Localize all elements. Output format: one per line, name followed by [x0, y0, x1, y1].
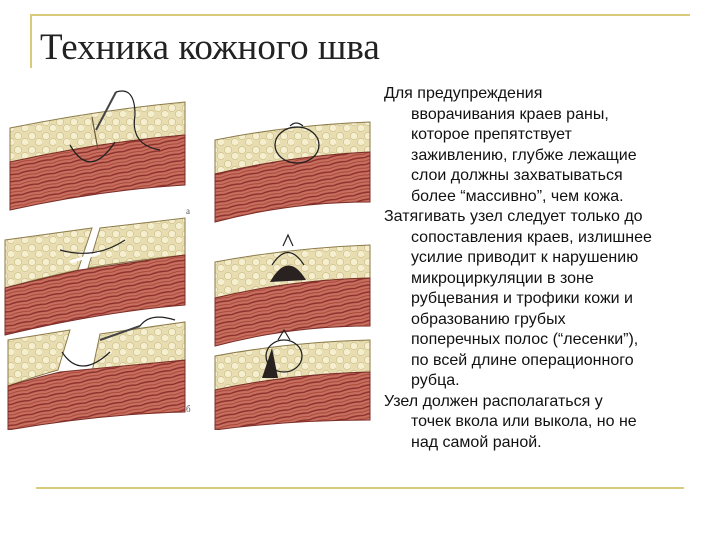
paragraph-first-line: Затягивать узел следует только до [384, 208, 643, 225]
paragraph-inversion: Для предупреждения вворачивания краев ра… [384, 84, 718, 207]
paragraph-knot-position: Узел должен располагаться у точек вкола … [384, 392, 718, 454]
paragraph-first-line: Узел должен располагаться у [384, 392, 603, 410]
panel-final-suture [214, 328, 371, 430]
paragraph-line: образованию грубых [411, 310, 566, 328]
title-accent-vertical [30, 14, 32, 68]
figure-mark-a: а [186, 206, 190, 216]
panel-b-needle-through [7, 316, 186, 430]
paragraph-line: заживлению, глубже лежащие [411, 146, 637, 164]
panel-knot-tied [214, 233, 371, 347]
needle-icon [95, 91, 117, 131]
paragraph-line: микроциркуляции в зоне [411, 269, 594, 287]
bottom-accent-line [36, 487, 684, 489]
paragraph-line: слои должны захватываться [411, 167, 623, 184]
paragraph-line: более “массивно”, чем кожа. [411, 187, 624, 205]
paragraph-line: рубца. [411, 372, 460, 389]
paragraph-line: над самой раной. [411, 433, 542, 451]
explanation-text: Для предупреждения вворачивания краев ра… [384, 84, 718, 453]
paragraph-line: по всей длине операционного [411, 351, 634, 369]
panel-loop-placement [214, 121, 371, 223]
panel-a-needle-insertion [9, 90, 186, 211]
figure-mark-b: б [186, 404, 191, 414]
panel-wound-edges [4, 217, 186, 336]
paragraph-line: вворачивания краев раны, [411, 105, 609, 123]
paragraph-first-line: Для предупреждения [384, 85, 543, 102]
suture-thread-icon [115, 90, 161, 151]
slide-title: Техника кожного шва [40, 27, 380, 68]
paragraph-line: точек вкола или выкола, но не [411, 413, 637, 430]
suture-technique-illustration: а б [4, 90, 371, 430]
paragraph-line: сопоставления краев, излишнее [411, 228, 652, 246]
paragraph-line: рубцевания и трофики кожи и [411, 290, 633, 307]
paragraph-line: усилие приводит к нарушению [411, 249, 639, 266]
title-accent-horizontal [30, 14, 690, 16]
paragraph-line: которое препятствует [411, 126, 572, 143]
paragraph-knot-tightening: Затягивать узел следует только до сопост… [384, 207, 718, 392]
paragraph-line: поперечных полос (“лесенки”), [411, 331, 639, 348]
